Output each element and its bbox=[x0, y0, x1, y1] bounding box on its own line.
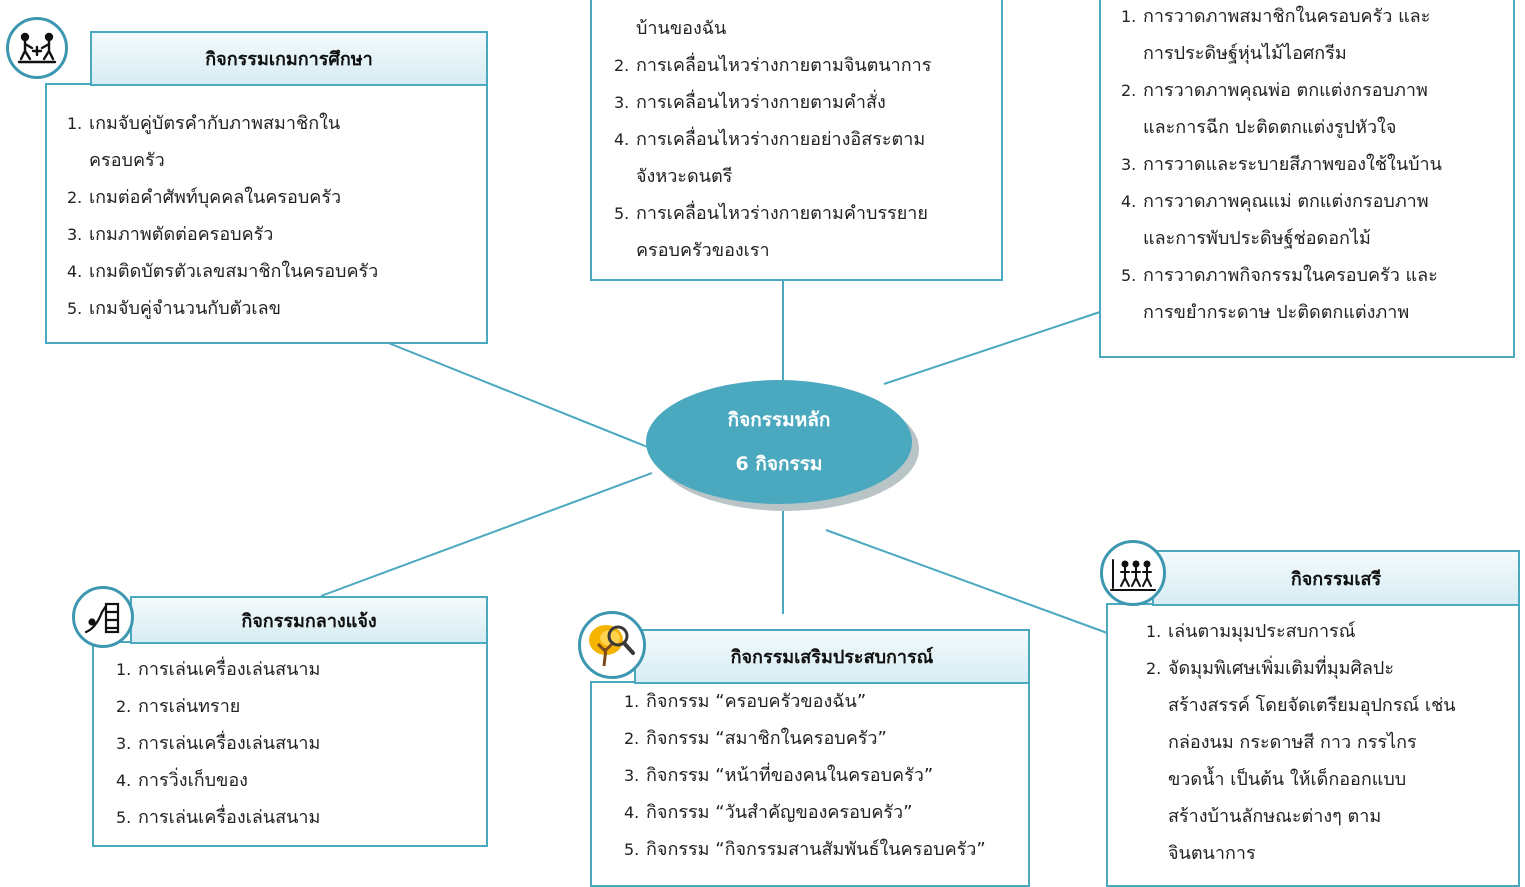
list-item: 2.การเล่นทราย bbox=[116, 696, 241, 717]
list-item: 2.กิจกรรม “สมาชิกในครอบครัว” bbox=[624, 728, 887, 749]
experience-activity-title: กิจกรรมเสริมประสบการณ์ bbox=[730, 647, 934, 668]
connector-art bbox=[883, 311, 1101, 385]
magnifier-tree-icon bbox=[578, 611, 646, 679]
list-item: และการพับประดิษฐ์ช่อดอกไม้ bbox=[1143, 228, 1371, 249]
list-item: 5.กิจกรรม “กิจกรรมสานสัมพันธ์ในครอบครัว” bbox=[624, 839, 986, 860]
list-item: 3.การเล่นเครื่องเล่นสนาม bbox=[116, 733, 321, 754]
list-item: 4.การวาดภาพคุณแม่ ตกแต่งกรอบภาพ bbox=[1121, 191, 1429, 212]
connector-game bbox=[385, 341, 651, 449]
free-activity-list: 1.เล่นตามมุมประสบการณ์ 2.จัดมุมพิเศษเพิ่… bbox=[1108, 605, 1518, 872]
list-item: 2.เกมต่อคำศัพท์บุคคลในครอบครัว bbox=[67, 187, 342, 208]
list-item: การประดิษฐ์หุ่นไม้ไอศกรีม bbox=[1143, 43, 1347, 64]
connector-outdoor bbox=[320, 472, 653, 597]
list-item: 3.กิจกรรม “หน้าที่ของคนในครอบครัว” bbox=[624, 765, 934, 786]
game-activity-list: 1.เกมจับคู่บัตรคำกับภาพสมาชิกใน ครอบครัว… bbox=[47, 85, 486, 327]
list-item: สร้างบ้านลักษณะต่างๆ ตาม bbox=[1168, 806, 1382, 827]
list-item: 5.การเล่นเครื่องเล่นสนาม bbox=[116, 807, 321, 828]
outdoor-activity-list: 1.การเล่นเครื่องเล่นสนาม 2.การเล่นทราย 3… bbox=[94, 643, 486, 836]
game-activity-title: กิจกรรมเกมการศึกษา bbox=[205, 49, 373, 70]
list-item: กล่องนม กระดาษสี กาว กรรไกร bbox=[1168, 732, 1417, 753]
game-activity-header: กิจกรรมเกมการศึกษา bbox=[90, 31, 488, 86]
free-activity-header: กิจกรรมเสรี bbox=[1152, 550, 1520, 606]
hub-subtitle: 6 กิจกรรม bbox=[735, 453, 823, 475]
art-activity-list: 1.การวาดภาพสมาชิกในครอบครัว และ การประดิ… bbox=[1101, 0, 1513, 331]
free-activity-box: 1.เล่นตามมุมประสบการณ์ 2.จัดมุมพิเศษเพิ่… bbox=[1106, 603, 1520, 887]
list-item: 3.เกมภาพตัดต่อครอบครัว bbox=[67, 224, 274, 245]
list-item: 2.การวาดภาพคุณพ่อ ตกแต่งกรอบภาพ bbox=[1121, 80, 1428, 101]
experience-activity-header: กิจกรรมเสริมประสบการณ์ bbox=[634, 629, 1030, 684]
list-item: จังหวะดนตรี bbox=[636, 166, 733, 187]
list-item: ครอบครัวของเรา bbox=[636, 240, 770, 261]
main-activities-hub: กิจกรรมหลัก 6 กิจกรรม bbox=[646, 380, 912, 504]
list-item: 1.เกมจับคู่บัตรคำกับภาพสมาชิกใน bbox=[67, 113, 341, 134]
list-item: ครอบครัว bbox=[89, 150, 165, 171]
list-item: สร้างสรรค์ โดยจัดเตรียมอุปกรณ์ เช่น bbox=[1168, 695, 1456, 716]
outdoor-activity-title: กิจกรรมกลางแจ้ง bbox=[241, 610, 377, 632]
list-item: 1.การเล่นเครื่องเล่นสนาม bbox=[116, 659, 321, 680]
art-activity-box: 1.การวาดภาพสมาชิกในครอบครัว และ การประดิ… bbox=[1099, 0, 1515, 358]
list-item: 4.กิจกรรม “วันสำคัญของครอบครัว” bbox=[624, 802, 913, 823]
list-item: 4.การวิ่งเก็บของ bbox=[116, 770, 248, 791]
list-item: การขยำกระดาษ ปะติดตกแต่งภาพ bbox=[1143, 302, 1410, 323]
list-item: 2.การเคลื่อนไหวร่างกายตามจินตนาการ bbox=[614, 55, 932, 76]
list-item: 5.เกมจับคู่จำนวนกับตัวเลข bbox=[67, 298, 281, 319]
movement-activity-list: บ้านของฉัน 2.การเคลื่อนไหวร่างกายตามจินต… bbox=[592, 0, 1001, 269]
list-item: 4.เกมติดบัตรตัวเลขสมาชิกในครอบครัว bbox=[67, 261, 379, 282]
list-item: และการฉีก ปะติดตกแต่งรูปหัวใจ bbox=[1143, 117, 1397, 138]
list-item: 4.การเคลื่อนไหวร่างกายอย่างอิสระตาม bbox=[614, 129, 926, 150]
list-item: 1.การวาดภาพสมาชิกในครอบครัว และ bbox=[1121, 6, 1431, 27]
connector-free bbox=[825, 529, 1111, 635]
free-activity-title: กิจกรรมเสรี bbox=[1290, 568, 1382, 590]
list-item: บ้านของฉัน bbox=[636, 18, 727, 39]
movement-activity-box: บ้านของฉัน 2.การเคลื่อนไหวร่างกายตามจินต… bbox=[590, 0, 1003, 281]
outdoor-activity-header: กิจกรรมกลางแจ้ง bbox=[130, 596, 488, 644]
outdoor-activity-box: 1.การเล่นเครื่องเล่นสนาม 2.การเล่นทราย 3… bbox=[92, 641, 488, 847]
experience-activity-list: 1.กิจกรรม “ครอบครัวของฉัน” 2.กิจกรรม “สม… bbox=[592, 683, 1028, 868]
list-item: 5.การเคลื่อนไหวร่างกายตามคำบรรยาย bbox=[614, 203, 928, 224]
list-item: 5.การวาดภาพกิจกรรมในครอบครัว และ bbox=[1121, 265, 1438, 286]
game-activity-box: 1.เกมจับคู่บัตรคำกับภาพสมาชิกใน ครอบครัว… bbox=[45, 83, 488, 344]
list-item: 3.การวาดและระบายสีภาพของใช้ในบ้าน bbox=[1121, 154, 1442, 175]
hub-title: กิจกรรมหลัก bbox=[727, 409, 831, 431]
playground-slide-icon bbox=[72, 586, 134, 648]
list-item: 2.จัดมุมพิเศษเพิ่มเติมที่มุมศิลปะ bbox=[1146, 658, 1395, 679]
list-item: 3.การเคลื่อนไหวร่างกายตามคำสั่ง bbox=[614, 92, 886, 113]
list-item: ขวดน้ำ เป็นต้น ให้เด็กออกแบบ bbox=[1168, 769, 1407, 790]
list-item: 1.กิจกรรม “ครอบครัวของฉัน” bbox=[624, 691, 867, 712]
people-group-icon bbox=[1100, 540, 1166, 606]
children-playing-icon bbox=[6, 17, 68, 79]
list-item: จินตนาการ bbox=[1168, 843, 1256, 864]
experience-activity-box: 1.กิจกรรม “ครอบครัวของฉัน” 2.กิจกรรม “สม… bbox=[590, 681, 1030, 887]
list-item: 1.เล่นตามมุมประสบการณ์ bbox=[1146, 621, 1356, 642]
